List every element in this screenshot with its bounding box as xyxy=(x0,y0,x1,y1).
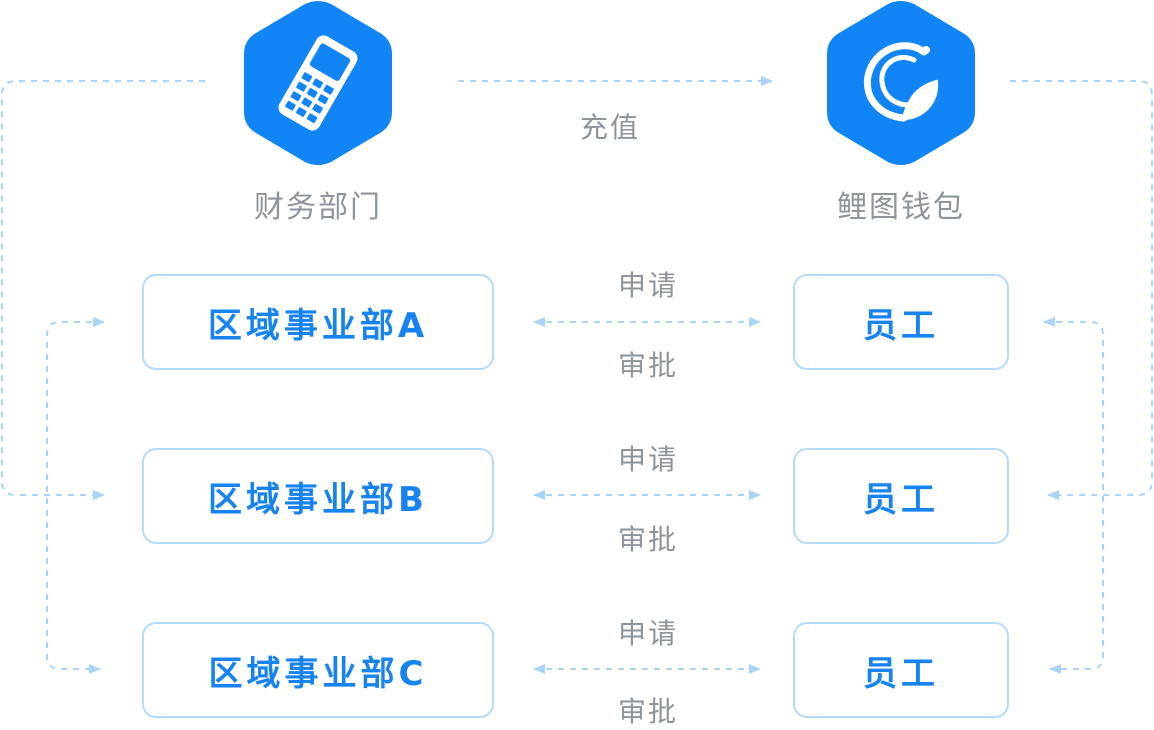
apply-label-c: 申请 xyxy=(617,617,678,650)
department-label-c: 区域事业部C xyxy=(208,653,428,694)
finance-to-dept-b-connector xyxy=(1,80,205,500)
wallet-node-label: 鲤图钱包 xyxy=(837,190,965,225)
employee-label-c: 员工 xyxy=(863,653,939,694)
wallet-to-employee-b-connector xyxy=(1010,80,1153,500)
dept-a-c-connector xyxy=(46,317,105,674)
finance-node-label: 财务部门 xyxy=(254,190,382,225)
phone-calculator-icon xyxy=(244,1,392,165)
department-label-a: 区域事业部A xyxy=(207,305,429,346)
apply-label-b: 申请 xyxy=(617,443,678,476)
swirl-leaf-icon xyxy=(827,1,975,165)
employee-label-a: 员工 xyxy=(863,305,939,346)
recharge-label: 充值 xyxy=(579,111,640,144)
employee-a-c-connector xyxy=(1043,317,1104,674)
approve-label-c: 审批 xyxy=(617,695,678,728)
department-box-c: 区域事业部C xyxy=(142,622,494,718)
apply-label-a: 申请 xyxy=(617,269,678,302)
approve-label-a: 审批 xyxy=(617,349,678,382)
employee-box-c: 员工 xyxy=(793,622,1009,718)
employee-box-a: 员工 xyxy=(793,274,1009,370)
department-box-a: 区域事业部A xyxy=(142,274,494,370)
employee-label-b: 员工 xyxy=(863,479,939,520)
wallet-node xyxy=(826,0,976,166)
finance-node xyxy=(243,0,393,166)
department-box-b: 区域事业部B xyxy=(142,448,494,544)
employee-box-b: 员工 xyxy=(793,448,1009,544)
department-label-b: 区域事业部B xyxy=(208,479,428,520)
approve-label-b: 审批 xyxy=(617,523,678,556)
